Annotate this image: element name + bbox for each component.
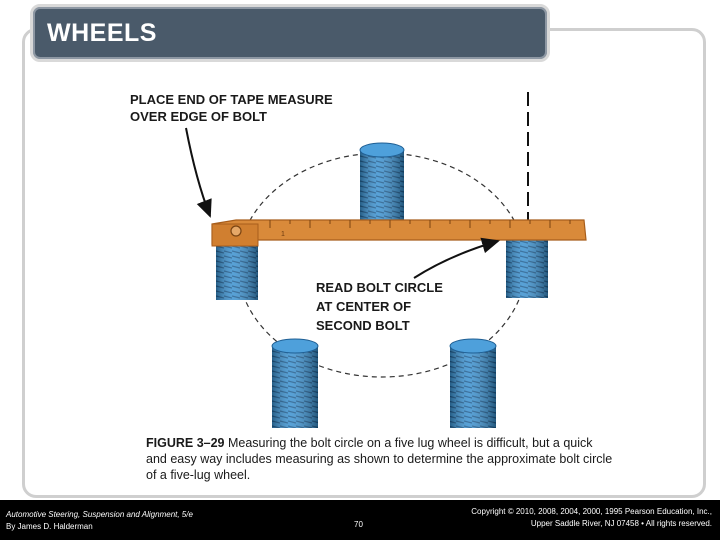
label-read-bolt-circle: READ BOLT CIRCLE AT CENTER OF SECOND BOL… xyxy=(316,280,447,333)
arrow-to-center xyxy=(413,237,500,279)
footer-copyright: Copyright © 2010, 2008, 2004, 2000, 1995… xyxy=(471,506,712,530)
caption-label: FIGURE 3–29 xyxy=(146,436,225,450)
figure-caption: FIGURE 3–29 Measuring the bolt circle on… xyxy=(146,435,616,483)
footer-credits: Automotive Steering, Suspension and Alig… xyxy=(6,509,193,533)
title-bar: WHEELS xyxy=(30,4,550,62)
footer-author: By James D. Halderman xyxy=(6,522,93,531)
footer-bar: Automotive Steering, Suspension and Alig… xyxy=(0,500,720,540)
copyright-line-2: Upper Saddle River, NJ 07458 • All right… xyxy=(530,519,712,528)
bolt-circle-figure: 1 PLACE END OF TAPE MEASURE OVER EDGE OF… xyxy=(130,92,587,428)
page-number: 70 xyxy=(354,520,363,529)
label-place-tape: PLACE END OF TAPE MEASURE OVER EDGE OF B… xyxy=(130,92,336,124)
copyright-line-1: Copyright © 2010, 2008, 2004, 2000, 1995… xyxy=(471,507,712,516)
slide-title: WHEELS xyxy=(47,19,157,47)
bolt-bottom-left xyxy=(271,338,319,428)
caption-text: Measuring the bolt circle on a five lug … xyxy=(146,436,613,482)
footer-book-title: Automotive Steering, Suspension and Alig… xyxy=(6,510,193,519)
bolt-bottom-right xyxy=(449,338,497,428)
tape-number-label: 1 xyxy=(281,231,285,238)
bolt-top xyxy=(359,142,405,222)
arrow-to-bolt-edge xyxy=(185,127,212,218)
